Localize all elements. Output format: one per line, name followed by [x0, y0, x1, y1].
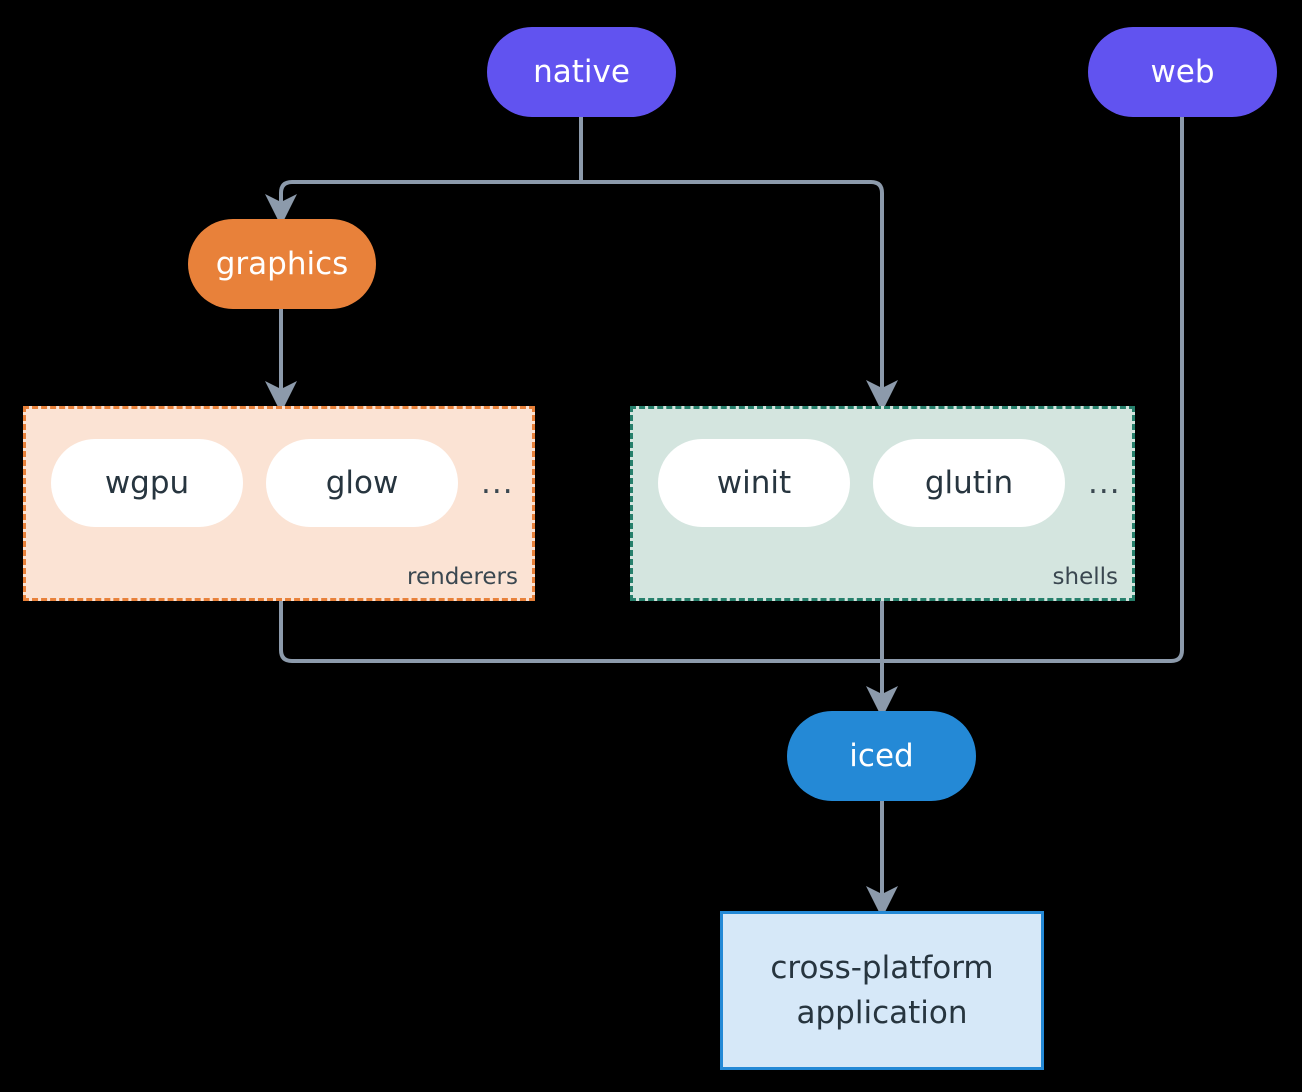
- node-web-label: web: [1150, 53, 1215, 90]
- node-graphics-label: graphics: [215, 245, 349, 282]
- member-glutin-label: glutin: [924, 465, 1014, 501]
- node-iced[interactable]: iced: [787, 711, 976, 801]
- member-glow[interactable]: glow: [266, 439, 458, 527]
- member-wgpu[interactable]: wgpu: [51, 439, 243, 527]
- node-native-label: native: [533, 53, 630, 90]
- edge-native-to-shells: [581, 180, 898, 412]
- node-native[interactable]: native: [487, 27, 676, 117]
- node-iced-label: iced: [849, 737, 914, 774]
- edge-renderers-to-iced: [279, 601, 882, 663]
- shells-ellipsis: ...: [1088, 465, 1121, 501]
- node-graphics[interactable]: graphics: [188, 219, 376, 309]
- group-renderers: wgpu glow ... renderers: [23, 406, 535, 601]
- edge-native-to-graphics: [265, 180, 581, 226]
- member-glow-label: glow: [325, 465, 399, 501]
- group-shells-label: shells: [1052, 564, 1118, 590]
- member-winit[interactable]: winit: [658, 439, 850, 527]
- group-renderers-label: renderers: [407, 564, 518, 590]
- node-application-label-line2: application: [796, 994, 968, 1031]
- group-shells: winit glutin ... shells: [630, 406, 1135, 601]
- renderers-ellipsis: ...: [481, 465, 514, 501]
- node-application[interactable]: cross-platform application: [720, 911, 1044, 1070]
- node-web[interactable]: web: [1088, 27, 1277, 117]
- member-winit-label: winit: [716, 465, 792, 501]
- member-glutin[interactable]: glutin: [873, 439, 1065, 527]
- node-application-label-line1: cross-platform: [770, 949, 994, 986]
- member-wgpu-label: wgpu: [104, 465, 190, 501]
